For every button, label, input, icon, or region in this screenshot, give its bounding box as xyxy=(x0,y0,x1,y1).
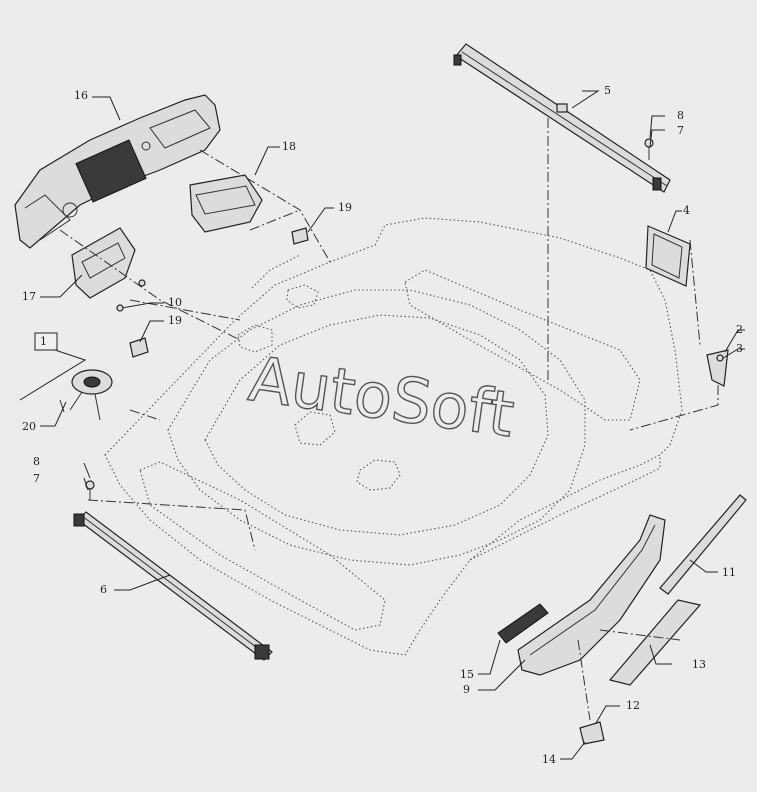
watermark-text: AutoSoft xyxy=(245,342,519,451)
clip-12 xyxy=(579,721,605,745)
callout-11: 11 xyxy=(722,566,736,579)
overhead-console-16 xyxy=(14,94,221,249)
callout-15: 15 xyxy=(460,668,474,681)
callout-13: 13 xyxy=(692,658,706,671)
callout-1: 1 xyxy=(40,335,47,348)
rail-5 xyxy=(453,43,671,193)
callout-labels: 1 2 3 4 5 6 7 7 8 8 9 10 11 12 13 14 15 … xyxy=(22,84,743,766)
leader-lines xyxy=(19,90,745,760)
sun-visor-9 xyxy=(517,514,666,676)
callout-4: 4 xyxy=(683,204,690,217)
pad-19-lower xyxy=(129,337,149,358)
callout-17: 17 xyxy=(22,290,36,303)
callout-5: 5 xyxy=(604,84,611,97)
assembly-lines xyxy=(59,118,719,721)
callout-7-upper: 7 xyxy=(677,124,684,137)
dome-light-20 xyxy=(59,369,113,421)
fastener-10 xyxy=(116,279,146,312)
callout-8-lower: 8 xyxy=(33,455,40,468)
callout-16: 16 xyxy=(74,89,88,102)
trim-panel-13 xyxy=(608,599,702,686)
callout-19-lower: 19 xyxy=(168,314,182,327)
fastener-8-lower xyxy=(85,480,95,500)
headliner-panel xyxy=(104,217,683,656)
callout-8-upper: 8 xyxy=(677,109,684,122)
callout-6: 6 xyxy=(100,583,107,596)
callout-19-upper: 19 xyxy=(338,201,352,214)
storage-pocket-18 xyxy=(189,174,263,233)
callout-7-lower: 7 xyxy=(33,472,40,485)
trim-strip-11 xyxy=(659,494,747,595)
bracket-2 xyxy=(706,349,729,387)
callout-20: 20 xyxy=(22,420,36,433)
callout-12: 12 xyxy=(626,699,640,712)
storage-pocket-17 xyxy=(71,227,136,299)
callout-2: 2 xyxy=(736,323,743,336)
callout-10: 10 xyxy=(168,296,182,309)
callout-14: 14 xyxy=(542,753,556,766)
fastener-3 xyxy=(716,354,724,362)
rail-6 xyxy=(73,511,273,661)
callout-18: 18 xyxy=(282,140,296,153)
fastener-8-upper xyxy=(644,138,654,160)
pad-19-upper xyxy=(291,227,309,245)
callout-9: 9 xyxy=(463,683,470,696)
callout-3: 3 xyxy=(736,342,743,355)
lens-4 xyxy=(645,225,691,287)
label-box-1 xyxy=(34,332,58,351)
visor-panel-15 xyxy=(497,603,549,644)
